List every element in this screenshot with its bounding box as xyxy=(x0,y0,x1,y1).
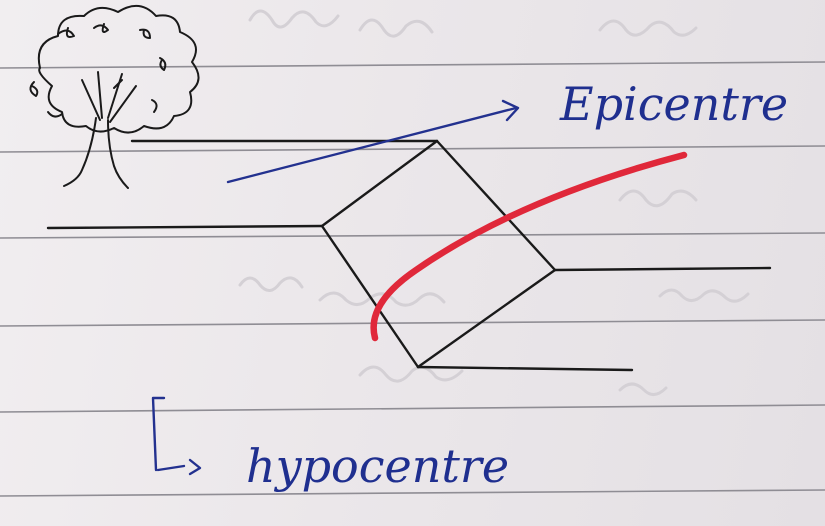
right-ground-line xyxy=(553,266,772,272)
epicentre-label: Epicentre xyxy=(559,77,788,131)
fault-plane-upper xyxy=(435,139,557,272)
bleed-through-writing xyxy=(238,9,750,396)
rule-lines xyxy=(0,61,825,497)
arrow-icon xyxy=(226,99,520,184)
block-top-edge xyxy=(320,139,439,228)
bracket-arrow-icon xyxy=(151,396,202,476)
left-ground-line xyxy=(46,224,324,230)
tree-icon xyxy=(29,5,200,189)
block-bottom-edge xyxy=(416,268,557,369)
hypocentre-label: hypocentre xyxy=(246,439,509,493)
fault-blocks xyxy=(46,139,772,372)
lower-ground-line xyxy=(416,365,634,372)
fault-plane-lower xyxy=(320,224,420,369)
fault-line xyxy=(370,151,688,342)
